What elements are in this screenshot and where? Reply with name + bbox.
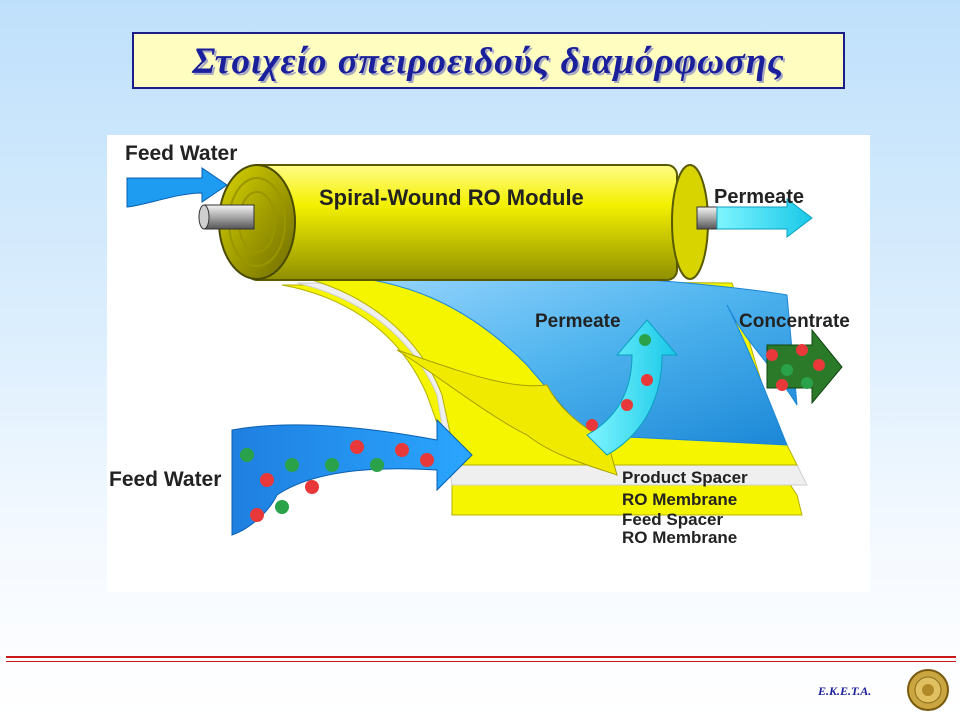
feed-water-arrow-bottom bbox=[231, 418, 473, 536]
ion-particle bbox=[250, 508, 264, 522]
ion-particle bbox=[813, 359, 825, 371]
permeate-tube-left bbox=[203, 204, 255, 230]
ion-particle bbox=[641, 374, 653, 386]
permeate-label-top: Permeate bbox=[714, 186, 804, 208]
ion-particle bbox=[796, 344, 808, 356]
ion-particle bbox=[776, 379, 788, 391]
feed-water-label-top: Feed Water bbox=[125, 142, 237, 165]
layer-label: RO Membrane bbox=[622, 490, 737, 509]
feed-water-arrow-top bbox=[126, 167, 228, 208]
ion-particles bbox=[240, 334, 825, 522]
permeate-arrow-mid bbox=[586, 319, 679, 456]
ion-particle bbox=[275, 500, 289, 514]
org-label: Ε.Κ.Ε.Τ.Α. bbox=[818, 684, 872, 698]
ion-particle bbox=[586, 419, 598, 431]
ion-particle bbox=[350, 440, 364, 454]
permeate-arrow-top bbox=[716, 197, 813, 239]
module-cylinder bbox=[246, 164, 678, 281]
ion-particle bbox=[240, 448, 254, 462]
spiral-wound-diagram: Feed Water Spiral-Wound RO Module Permea… bbox=[107, 135, 870, 592]
footer-rule bbox=[6, 656, 956, 658]
ion-particle bbox=[639, 334, 651, 346]
ion-particle bbox=[260, 473, 274, 487]
org-logo-icon bbox=[907, 669, 949, 711]
ion-particle bbox=[420, 453, 434, 467]
ion-particle bbox=[621, 399, 633, 411]
ion-particle bbox=[801, 377, 813, 389]
footer-rule bbox=[6, 661, 956, 662]
membrane-curl bbox=[396, 349, 618, 476]
page-title: Στοιχείο σπειροειδούς διαμόρφωσης bbox=[192, 41, 785, 82]
permeate-label-mid: Permeate bbox=[535, 311, 621, 332]
concentrate-label: Concentrate bbox=[739, 311, 850, 332]
tube-end bbox=[198, 204, 210, 230]
module-label: Spiral-Wound RO Module bbox=[319, 185, 584, 210]
ion-particle bbox=[305, 480, 319, 494]
ion-particle bbox=[325, 458, 339, 472]
ion-particle bbox=[395, 443, 409, 457]
ion-particle bbox=[766, 349, 778, 361]
title-box: Στοιχείο σπειροειδούς διαμόρφωσης bbox=[132, 32, 845, 89]
ion-particle bbox=[370, 458, 384, 472]
feed-water-label-bottom: Feed Water bbox=[109, 468, 221, 491]
layer-label: RO Membrane bbox=[622, 528, 737, 547]
layer-label: Product Spacer bbox=[622, 468, 748, 487]
ion-particle bbox=[285, 458, 299, 472]
ion-particle bbox=[781, 364, 793, 376]
layer-label: Feed Spacer bbox=[622, 510, 723, 529]
